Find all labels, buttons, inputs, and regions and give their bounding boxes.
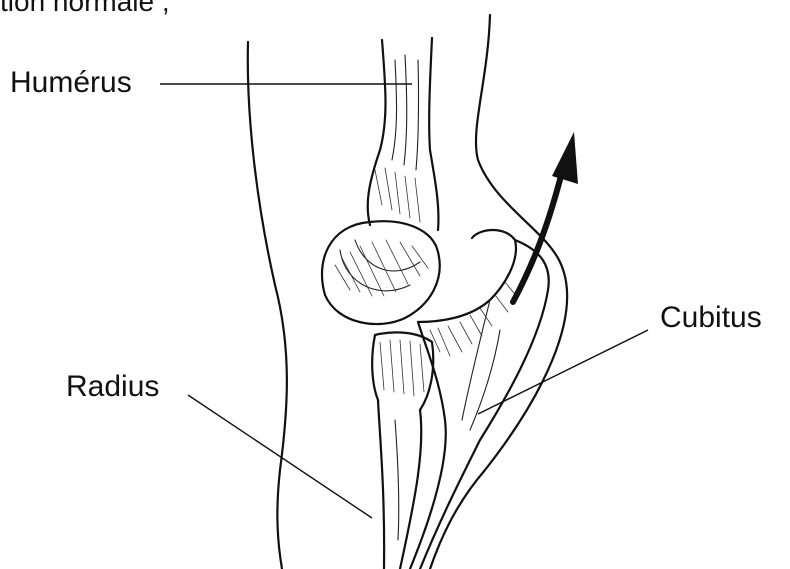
radius-leader-line: [188, 395, 372, 518]
label-cubitus: Cubitus: [660, 303, 762, 333]
humerus-bone: [322, 38, 440, 324]
label-humerus: Humérus: [10, 68, 132, 98]
cubitus-bone: [410, 230, 549, 569]
motion-arrow: [513, 132, 578, 302]
cubitus-leader-line: [478, 330, 648, 414]
label-radius: Radius: [66, 372, 159, 402]
